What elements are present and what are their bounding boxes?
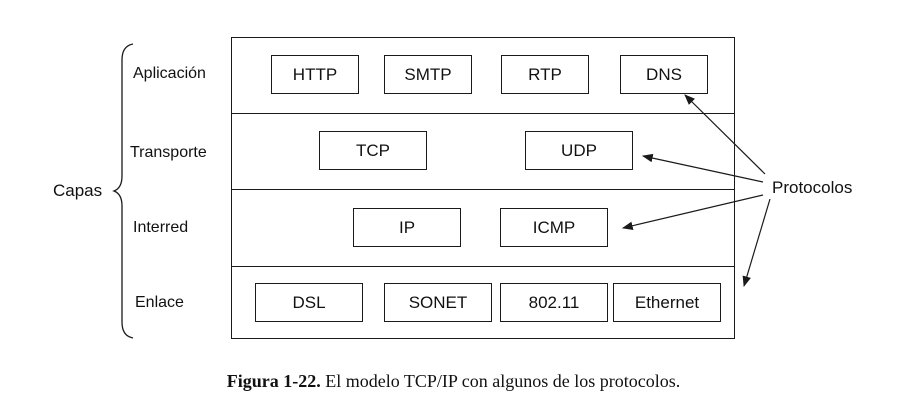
arrow-to-icmp bbox=[621, 194, 764, 230]
layers-label: Capas bbox=[53, 181, 103, 200]
protocol-icmp: ICMP bbox=[500, 208, 608, 247]
protocol-ip: IP bbox=[353, 208, 461, 247]
layer-internet: IP ICMP bbox=[232, 190, 734, 267]
protocol-dsl: DSL bbox=[255, 283, 363, 322]
arrow-to-udp bbox=[641, 153, 764, 183]
layer-label-link: Enlace bbox=[135, 294, 184, 311]
layer-label-application: Aplicación bbox=[133, 65, 206, 82]
protocol-ethernet: Ethernet bbox=[613, 283, 721, 322]
protocol-udp: UDP bbox=[525, 131, 633, 170]
arrow-to-dns bbox=[684, 94, 766, 175]
layer-application: HTTP SMTP RTP DNS bbox=[232, 38, 734, 114]
protocol-sonet: SONET bbox=[384, 283, 492, 322]
protocol-dns: DNS bbox=[620, 55, 708, 94]
layer-link: DSL SONET 802.11 Ethernet bbox=[232, 267, 734, 338]
layer-label-internet: Interred bbox=[133, 219, 189, 236]
layer-label-transport: Transporte bbox=[130, 144, 207, 161]
figure-caption: Figura 1-22. El modelo TCP/IP con alguno… bbox=[0, 371, 907, 392]
figure-number: Figura 1-22. bbox=[226, 371, 321, 391]
protocol-rtp: RTP bbox=[501, 55, 589, 94]
protocol-tcp: TCP bbox=[319, 131, 427, 170]
arrow-to-link-layer bbox=[742, 198, 771, 288]
layer-transport: TCP UDP bbox=[232, 114, 734, 190]
protocol-smtp: SMTP bbox=[384, 55, 472, 94]
protocol-80211: 802.11 bbox=[500, 283, 608, 322]
layer-stack: HTTP SMTP RTP DNS TCP UDP IP ICMP DSL SO… bbox=[231, 37, 735, 339]
protocol-http: HTTP bbox=[271, 55, 359, 94]
protocols-label: Protocolos bbox=[772, 178, 853, 197]
figure-caption-text: El modelo TCP/IP con algunos de los prot… bbox=[325, 371, 681, 391]
